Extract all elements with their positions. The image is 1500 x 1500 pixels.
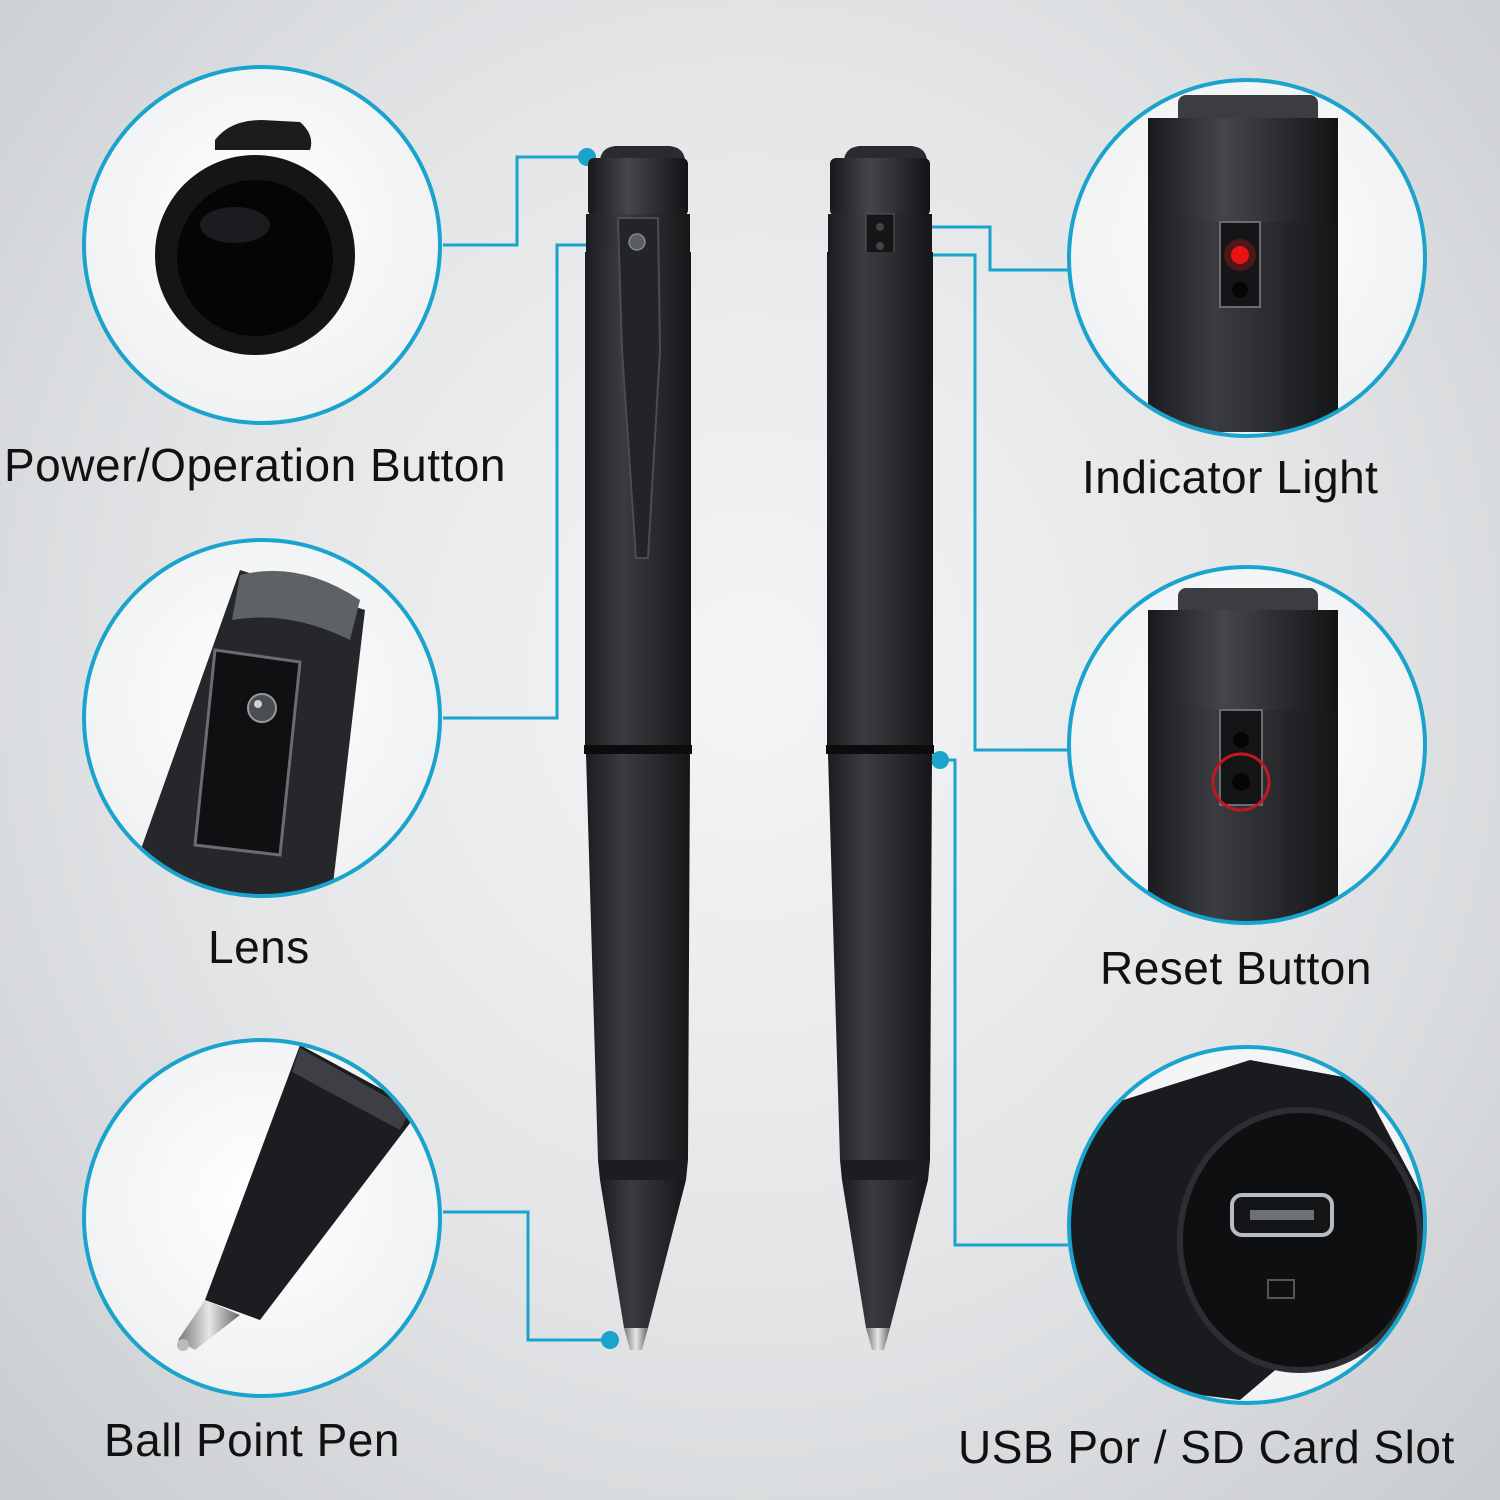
callout-line-lens <box>443 243 607 720</box>
label-power-button: Power/Operation Button <box>4 439 506 491</box>
callout-dot-usb <box>931 751 949 769</box>
detail-indicator-light <box>1067 78 1427 438</box>
callout-line-reset <box>902 253 1068 752</box>
indicator-led <box>1231 246 1249 264</box>
detail-reset-button <box>1067 565 1427 925</box>
detail-ball-point <box>82 1038 442 1398</box>
label-ball-point: Ball Point Pen <box>104 1414 400 1466</box>
label-usb-sd-slot: USB Por / SD Card Slot <box>958 1421 1455 1473</box>
detail-lens <box>82 538 442 898</box>
detail-usb-sd-slot <box>1067 1045 1427 1405</box>
callout-lines <box>443 155 1068 1342</box>
label-lens: Lens <box>208 921 310 973</box>
callout-line-ballpoint <box>443 1210 610 1342</box>
detail-power-button <box>82 65 442 425</box>
label-reset-button: Reset Button <box>1100 942 1372 994</box>
callout-line-power <box>443 155 587 247</box>
label-indicator-light: Indicator Light <box>1082 451 1379 503</box>
pen-front-view <box>584 146 692 1350</box>
pen-back-view <box>826 146 934 1350</box>
callout-line-usb <box>940 758 1068 1247</box>
callout-line-indicator <box>902 225 1068 272</box>
reset-highlight-ring <box>1211 752 1271 812</box>
lens-dot <box>628 233 646 251</box>
callout-dot-ballpoint <box>601 1331 619 1349</box>
